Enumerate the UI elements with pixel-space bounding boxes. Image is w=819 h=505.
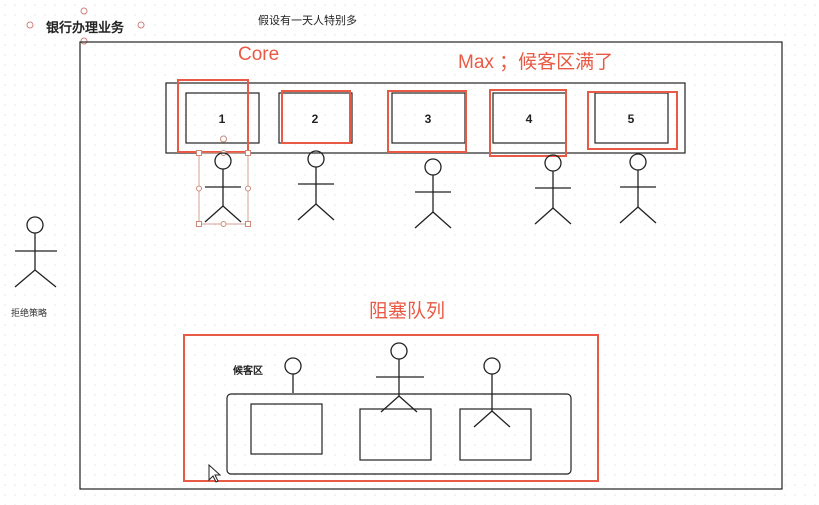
diagram-title: 银行办理业务 [46, 20, 125, 35]
waiting-seat-3[interactable] [459, 408, 532, 461]
window-number-1: 1 [218, 112, 226, 126]
window-number-2: 2 [311, 112, 319, 126]
window-number-5: 5 [627, 112, 635, 126]
service-window-1[interactable] [185, 92, 260, 144]
window-3-highlight-box[interactable] [387, 90, 467, 153]
canvas-handle [137, 21, 145, 29]
waiting-seat-2[interactable] [359, 408, 432, 461]
canvas-handle [80, 37, 88, 45]
window-number-3: 3 [424, 112, 432, 126]
window-5-highlight-box[interactable] [587, 91, 678, 150]
waiting-area-box[interactable] [226, 393, 572, 475]
canvas-handle [26, 21, 34, 29]
blocking-queue-label: 阻塞队列 [369, 301, 446, 322]
customer-figure-window-2[interactable] [297, 150, 335, 221]
customer-figure-window-3[interactable] [414, 158, 452, 229]
blocking-queue-frame[interactable] [183, 334, 599, 482]
waiting-figure-2[interactable] [376, 342, 424, 413]
waiting-area-label: 候客区 [233, 366, 263, 377]
reject-policy-label: 拒绝策略 [11, 308, 48, 318]
customer-figure-window-1[interactable] [204, 152, 242, 223]
waiting-figure-3[interactable] [473, 357, 511, 428]
window-2-highlight-box[interactable] [281, 90, 351, 144]
window-number-4: 4 [525, 112, 533, 126]
waiting-figure-1[interactable] [284, 357, 302, 393]
diagram-subtitle: 假设有一天人特别多 [258, 15, 357, 27]
bank-hall-frame[interactable] [79, 41, 783, 490]
customer-figure-window-4[interactable] [534, 154, 572, 225]
max-label: Max ；候客区满了 [458, 52, 614, 73]
mouse-cursor-icon [208, 463, 222, 483]
customer-figure-window-5[interactable] [619, 153, 657, 224]
rejected-person-figure[interactable] [14, 216, 57, 288]
core-highlight-box[interactable] [177, 79, 249, 153]
waiting-seat-1[interactable] [250, 403, 323, 455]
canvas-handle [80, 7, 88, 15]
core-label: Core [238, 44, 280, 65]
window-4-highlight-box[interactable] [489, 89, 567, 157]
